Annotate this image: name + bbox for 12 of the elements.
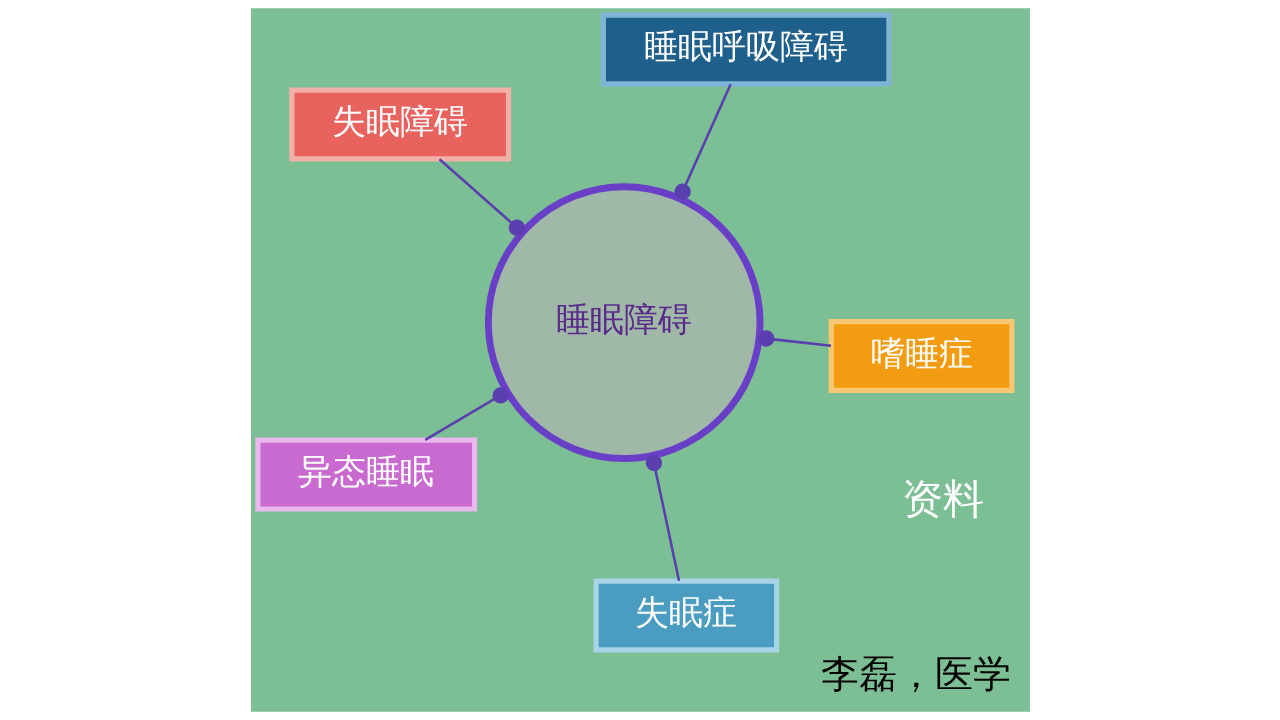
label: 资料 [901, 474, 984, 523]
caption: 李磊，医学 [820, 651, 1011, 696]
connector [438, 158, 525, 236]
connector [757, 330, 831, 348]
connector [424, 387, 509, 441]
node-box: 睡眠呼吸障碍 [600, 12, 891, 87]
node-box: 失眠障碍 [288, 87, 511, 162]
connector [645, 454, 680, 581]
node-box: 嗜睡症 [828, 319, 1014, 393]
connector [673, 83, 732, 200]
node-box: 异态睡眠 [254, 437, 477, 512]
node-box: 失眠症 [593, 578, 779, 653]
